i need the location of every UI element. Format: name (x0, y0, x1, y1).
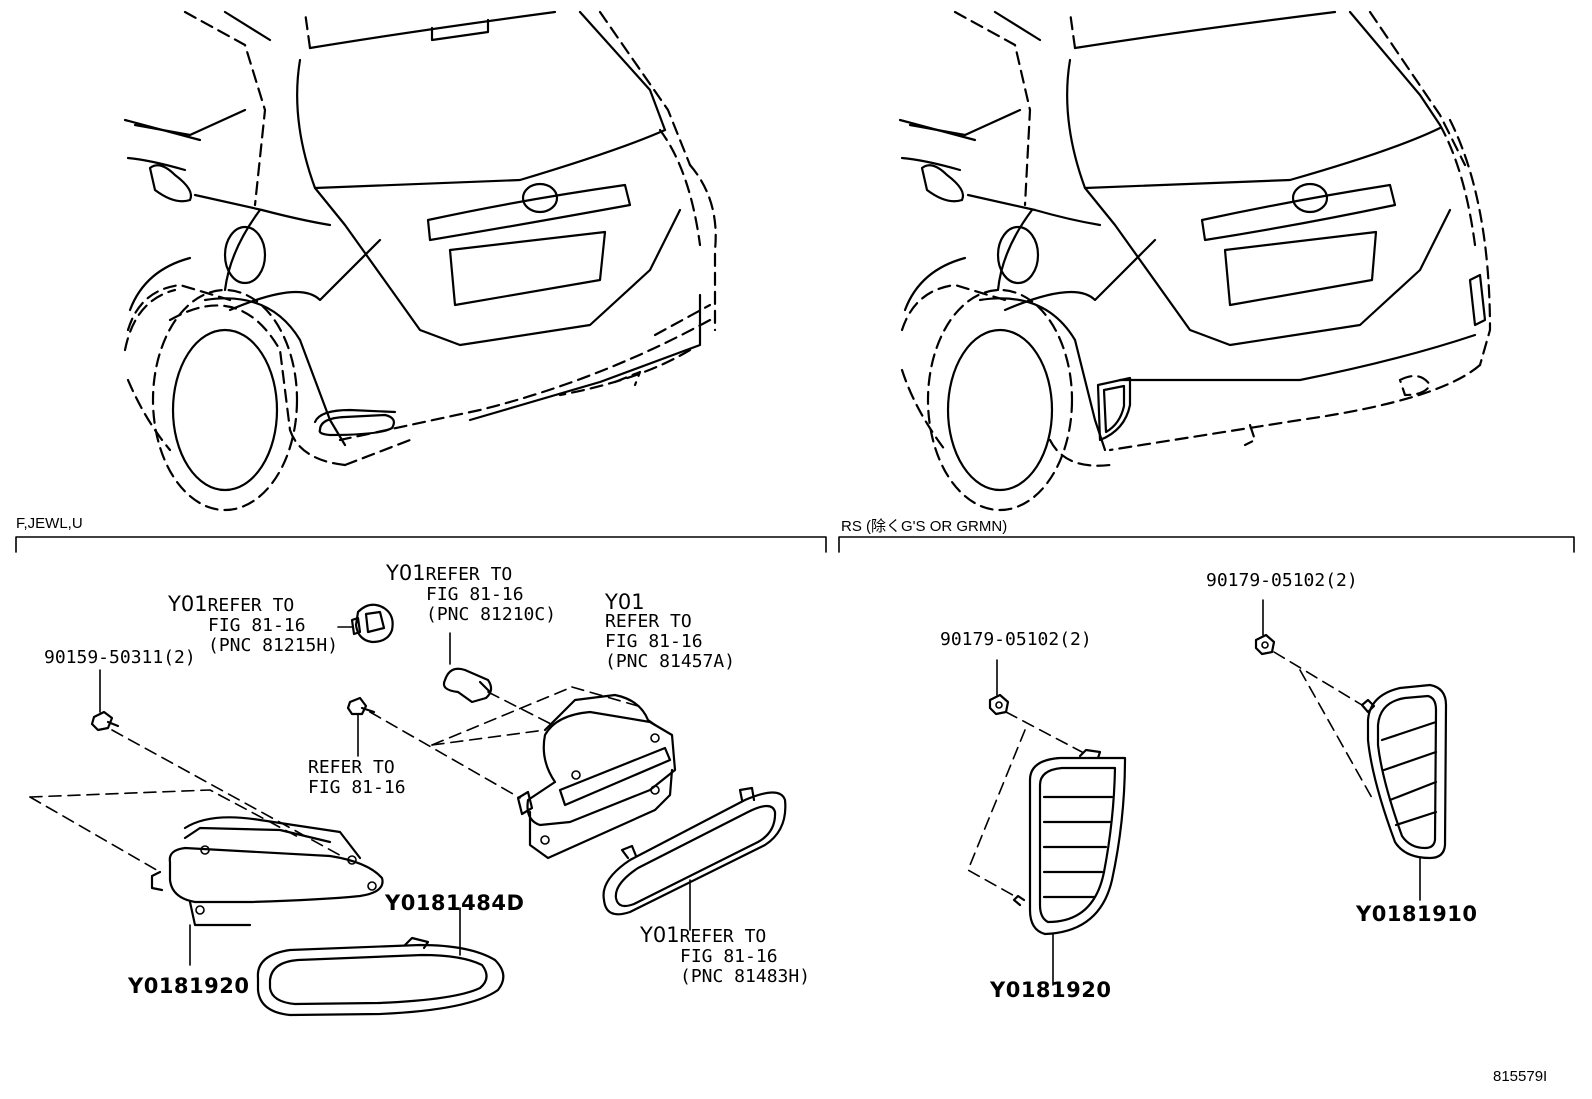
callout-bezel-right-code: Y01 (640, 923, 680, 947)
callout-bulb-code: Y01 (386, 561, 426, 585)
callout-socket-line2: FIG 81-16 (208, 615, 306, 636)
callout-socket-code: Y01 (168, 592, 208, 616)
callout-socket-line3: (PNC 81215H) (208, 635, 339, 656)
bezel-484d (256, 907, 505, 1017)
callout-nut-rs-left: 90179-05102(2) (940, 629, 1092, 650)
callout-socket-line1: REFER TO (207, 595, 295, 616)
callout-bezel-right-line3: (PNC 81483H) (680, 966, 811, 987)
callout-lamp-cover-code: Y01 (605, 590, 645, 614)
callout-screw-line2: FIG 81-16 (308, 777, 406, 798)
callout-lamp-cover-line3: (PNC 81457A) (605, 651, 736, 672)
lamp-unit-center (516, 693, 677, 860)
car-rear-view-right (898, 10, 1492, 512)
leader-lines-right (967, 651, 1373, 899)
section-header-left: F,JEWL,U (16, 515, 83, 532)
callout-socket: Y01REFER TO FIG 81-16 (PNC 81215H) (168, 594, 338, 656)
section-header-right: RS (除くG'S OR GRMN) (841, 518, 1008, 535)
part-number-484d: Y0181484D (385, 891, 525, 915)
bolt-left (90, 669, 120, 732)
callout-bulb: Y01REFER TO FIG 81-16 (PNC 81210C) (386, 563, 556, 625)
callout-bolt-left: 90159-50311(2) (44, 647, 196, 668)
figure-number: 815579I (1493, 1068, 1548, 1085)
reflector-920-rs (1012, 748, 1127, 986)
part-number-910-rs: Y0181910 (1356, 902, 1478, 926)
section-bracket-right (838, 536, 1575, 553)
callout-screw: REFER TO FIG 81-16 (308, 758, 406, 798)
car-rear-view-left (123, 10, 717, 512)
reflector-910-rs (1360, 683, 1448, 901)
section-bracket-left (15, 536, 827, 553)
callout-lamp-cover-line1: REFER TO (605, 611, 692, 632)
bezel-right-left-section (602, 786, 787, 931)
callout-lamp-cover-line2: FIG 81-16 (605, 631, 703, 652)
lamp-housing-left (150, 816, 384, 927)
callout-bulb-line3: (PNC 81210C) (426, 604, 557, 625)
bulb-part (442, 632, 493, 704)
callout-bulb-line2: FIG 81-16 (426, 584, 524, 605)
callout-bulb-line1: REFER TO (425, 564, 513, 585)
part-number-920-rs: Y0181920 (990, 978, 1112, 1002)
callout-nut-rs-right: 90179-05102(2) (1206, 570, 1358, 591)
screw-part (346, 696, 376, 757)
callout-bezel-right-line1: REFER TO (679, 926, 767, 947)
callout-lamp-cover: Y01 REFER TO FIG 81-16 (PNC 81457A) (605, 592, 735, 672)
leader-lines-left (29, 686, 646, 966)
nut-rs-right (1254, 599, 1276, 656)
callout-bezel-right: Y01REFER TO FIG 81-16 (PNC 81483H) (640, 925, 810, 987)
callout-screw-line1: REFER TO (308, 757, 395, 778)
callout-bezel-right-line2: FIG 81-16 (680, 946, 778, 967)
part-number-920-left: Y0181920 (128, 974, 250, 998)
socket-part (337, 603, 394, 644)
nut-rs-left (988, 659, 1010, 716)
